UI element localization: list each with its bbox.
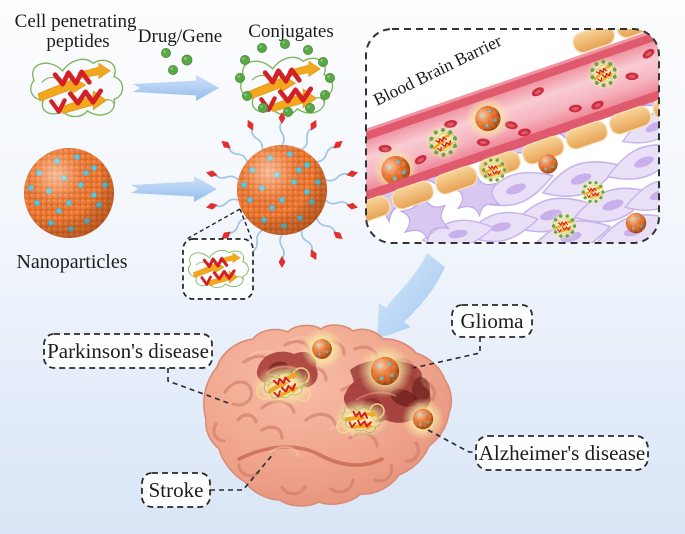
connector-lines xyxy=(167,337,481,491)
sylvian-fissure xyxy=(237,445,384,467)
stroke-label: Stroke xyxy=(149,478,204,502)
drug-molecules xyxy=(160,47,193,76)
glowing-conjugate xyxy=(479,155,509,185)
orange-nanoparticle-icon xyxy=(23,147,115,239)
glioma-label-box xyxy=(451,304,533,338)
alzheimers-label: Alzheimer's disease xyxy=(479,441,645,465)
glioma-label: Glioma xyxy=(461,309,525,333)
flow-arrow-right-icon xyxy=(131,176,217,202)
nanoparticle xyxy=(538,154,558,174)
flow-arrow-right-icon xyxy=(133,75,219,101)
drug-gene-label: Drug/Gene xyxy=(138,26,222,47)
flow-arrow-down-icon xyxy=(377,253,445,339)
parkinsons-connector xyxy=(167,368,232,405)
glowing-conjugate xyxy=(579,178,608,207)
conjugate-illustration xyxy=(234,38,336,118)
stroke-connector xyxy=(210,452,275,491)
glowing-nanoparticle xyxy=(301,328,343,370)
nanoparticle xyxy=(625,212,647,234)
cpp-label: Cell penetrating peptides xyxy=(15,11,142,52)
parkinsons-label: Parkinson's disease xyxy=(47,339,209,363)
parkinsons-label-box xyxy=(43,333,213,369)
alzheimers-connector xyxy=(427,429,476,453)
glowing-peptide xyxy=(333,399,389,439)
conjugates-label: Conjugates xyxy=(248,21,334,42)
alzheimers-label-box xyxy=(475,435,649,471)
stroke-label-box xyxy=(141,472,211,508)
brain-illustration xyxy=(203,324,453,507)
glowing-conjugate xyxy=(549,211,579,241)
bbb-panel-art xyxy=(366,29,659,243)
glowing-nanoparticle-glioma xyxy=(358,344,412,398)
glowing-nanoparticle-alzheimers xyxy=(402,398,444,440)
nanoparticles-label: Nanoparticles xyxy=(16,251,127,273)
callout-lines xyxy=(184,208,253,241)
glowing-peptide xyxy=(254,364,314,406)
peptide-ribbon-icon xyxy=(31,59,123,116)
blood-vessel xyxy=(366,29,659,228)
bbb-panel-border xyxy=(365,28,660,244)
